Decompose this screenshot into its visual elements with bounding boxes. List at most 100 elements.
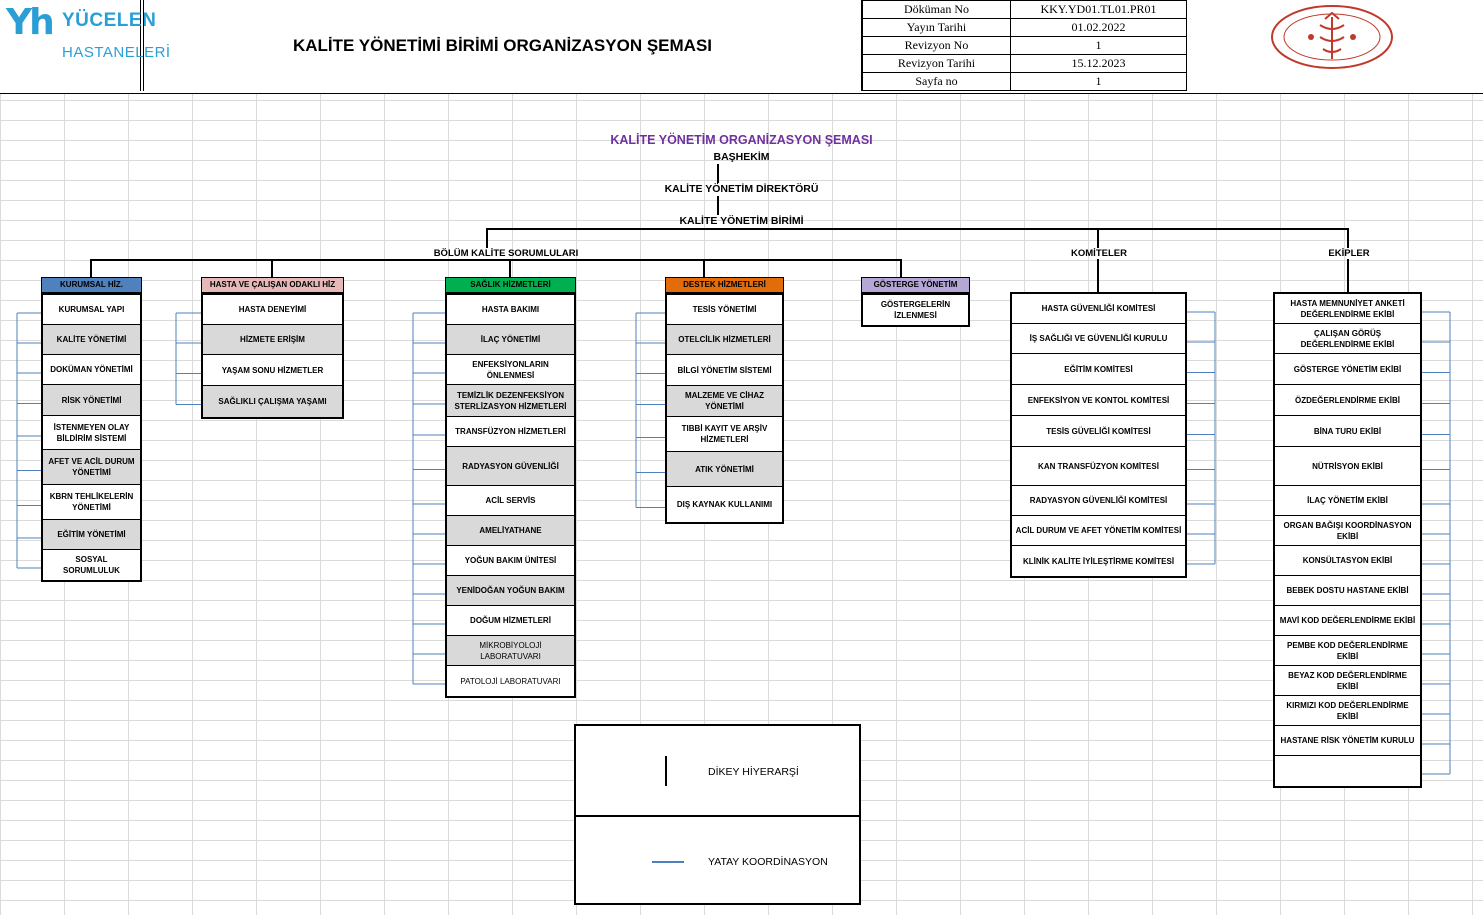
komiteler-item: RADYASYON GÜVENLİĞİ KOMİTESİ: [1012, 486, 1185, 516]
doc-info-value: 15.12.2023: [1010, 54, 1187, 73]
kurumsal-item: SOSYAL SORUMLULUK: [63, 555, 120, 575]
doc-info-key: Döküman No: [862, 0, 1011, 19]
destek-item: DIŞ KAYNAK KULLANIMI: [676, 500, 773, 509]
saglik-item: YOĞUN BAKIM ÜNİTESİ: [447, 546, 574, 576]
ekipler-item: İLAÇ YÖNETİM EKİBİ: [1275, 486, 1420, 516]
connector-line: [900, 259, 902, 277]
ekipler-item: BEYAZ KOD DEĞERLENDİRME EKİBİ: [1275, 666, 1420, 696]
hospital-logo: Yh YÜCELEN HASTANELERİ: [0, 0, 170, 91]
connector-line: [703, 259, 705, 277]
connector-line: [717, 196, 719, 215]
legend-row-vertical: DİKEY HİYERARŞİ: [576, 726, 859, 817]
connector-line: [1347, 228, 1349, 248]
connector-line: [509, 259, 511, 277]
destek-coordination-bracket: [635, 312, 665, 508]
hasta-item: HASTA DENEYİMİ: [203, 295, 342, 325]
saglik-item: YENİDOĞAN YOĞUN BAKIM: [447, 576, 574, 606]
legend-vertical-label: DİKEY HİYERARŞİ: [708, 766, 799, 778]
destek-item: TESİS YÖNETİMİ: [667, 295, 782, 325]
doc-info-value: KKY.YD01.TL01.PR01: [1010, 0, 1187, 19]
komiteler-item: İŞ SAĞLIĞI VE GÜVENLİĞİ KURULU: [1012, 324, 1185, 354]
label-komiteler: KOMİTELER: [1071, 248, 1127, 259]
komiteler-item: KAN TRANSFÜZYON KOMİTESİ: [1012, 447, 1185, 486]
hasta-item: HİZMETE ERİŞİM: [203, 325, 342, 355]
saglik-item: MİKROBİYOLOJİ LABORATUVARI: [447, 636, 574, 666]
gosterge-item: GÖSTERGELERİN İZLENMESİ: [880, 300, 951, 320]
connector-line: [90, 259, 92, 277]
gosterge-header: GÖSTERGE YÖNETİM: [861, 277, 970, 293]
ekipler-item: [1275, 756, 1420, 786]
document-header: Yh YÜCELEN HASTANELERİ KALİTE YÖNETİMİ B…: [0, 0, 1483, 94]
legend: DİKEY HİYERARŞİ YATAY KOORDİNASYON: [574, 724, 861, 905]
doc-info-value: 1: [1010, 72, 1187, 91]
kurumsal-item: RİSK YÖNETİMİ: [43, 385, 140, 416]
label-bolum-kalite: BÖLÜM KALİTE SORUMLULARI: [433, 248, 579, 259]
label-ekipler: EKİPLER: [1328, 248, 1370, 259]
ekipler-item: ORGAN BAĞIŞI KOORDİNASYON EKİBİ: [1275, 516, 1420, 546]
kurumsal-item: EĞİTİM YÖNETİMİ: [43, 520, 140, 550]
kurumsal-coordination-bracket: [16, 312, 41, 569]
ekipler-item: BİNA TURU EKİBİ: [1275, 416, 1420, 447]
chart-title: KALİTE YÖNETİM ORGANİZASYON ŞEMASI: [610, 133, 873, 147]
connector-line: [717, 164, 719, 183]
ekipler-coordination-bracket: [1422, 311, 1451, 775]
saglik-item: ENFEKSİYONLARIN ÖNLENMESİ: [447, 355, 574, 385]
doc-info-key: Sayfa no: [862, 72, 1011, 91]
ekipler-item: HASTANE RİSK YÖNETİM KURULU: [1275, 726, 1420, 756]
ekipler-item: KONSÜLTASYON EKİBİ: [1275, 546, 1420, 576]
saglik-item: ACİL SERVİS: [447, 486, 574, 516]
level-bashekim: BAŞHEKİM: [713, 151, 770, 163]
ekipler-item: ÇALIŞAN GÖRÜŞ DEĞERLENDİRME EKİBİ: [1275, 324, 1420, 354]
connector-line: [1097, 259, 1099, 292]
kurumsal-item: AFET VE ACİL DURUM YÖNETİMİ: [43, 450, 140, 485]
doc-info-key: Revizyon Tarihi: [862, 54, 1011, 73]
saglik-coordination-bracket: [412, 312, 445, 685]
document-title: KALİTE YÖNETİMİ BİRİMİ ORGANİZASYON ŞEMA…: [292, 36, 713, 55]
horizontal-line-symbol-icon: [652, 861, 684, 863]
saglik-item: TEMİZLİK DEZENFEKSİYON STERLİZASYON HİZM…: [447, 385, 574, 417]
connector-line: [271, 259, 273, 277]
connector-line: [486, 228, 1349, 230]
kurumsal-item: İSTENMEYEN OLAY BİLDİRİM SİSTEMİ: [43, 416, 140, 450]
connector-line: [1347, 259, 1349, 292]
hasta-item: YAŞAM SONU HİZMETLER: [203, 355, 342, 386]
destek-item: BİLGİ YÖNETİM SİSTEMİ: [667, 355, 782, 386]
hasta-coordination-bracket: [175, 312, 201, 405]
saglik-item: PATOLOJİ LABORATUVARI: [460, 676, 561, 686]
komiteler-item: ENFEKSİYON VE KONTOL KOMİTESİ: [1012, 385, 1185, 416]
saglik-item: TRANSFÜZYON HİZMETLERİ: [447, 417, 574, 447]
saglik-item: İLAÇ YÖNETİMİ: [447, 325, 574, 355]
level-quality-director: KALİTE YÖNETİM DİREKTÖRÜ: [664, 183, 819, 195]
saglik-header: SAĞLIK HİZMETLERİ: [445, 277, 576, 293]
connector-line: [90, 259, 902, 261]
logo-mark: Yh: [6, 2, 55, 43]
gosterge-column: GÖSTERGELERİN İZLENMESİ: [861, 293, 970, 327]
destek-item: MALZEME VE CİHAZ YÖNETİMİ: [667, 386, 782, 417]
komiteler-item: TESİS GÜVELİĞİ KOMİTESİ: [1012, 416, 1185, 447]
destek-item: TIBBİ KAYIT VE ARŞİV HİZMETLERİ: [667, 417, 782, 452]
komiteler-item: KLİNİK KALİTE İYİLEŞTİRME KOMİTESİ: [1022, 556, 1175, 566]
doc-info-key: Yayın Tarihi: [862, 18, 1011, 37]
kurumsal-header: KURUMSAL HİZ.: [41, 277, 142, 293]
doc-info-value: 01.02.2022: [1010, 18, 1187, 37]
ekipler-item: NÜTRİSYON EKİBİ: [1275, 447, 1420, 486]
connector-line: [486, 228, 488, 248]
logo-name: YÜCELEN: [62, 10, 157, 31]
ekipler-item: PEMBE KOD DEĞERLENDİRME EKİBİ: [1275, 636, 1420, 666]
saglik-item: AMELİYATHANE: [447, 516, 574, 546]
kurumsal-item: KBRN TEHLİKELERİN YÖNETİMİ: [43, 485, 140, 520]
ekipler-item: ÖZDEĞERLENDİRME EKİBİ: [1275, 385, 1420, 416]
vertical-line-symbol-icon: [665, 756, 667, 786]
legend-horizontal-label: YATAY KOORDİNASYON: [708, 856, 828, 868]
ekipler-item: BEBEK DOSTU HASTANE EKİBİ: [1275, 576, 1420, 606]
komiteler-item: EĞİTİM KOMİTESİ: [1012, 354, 1185, 385]
saglik-item: DOĞUM HİZMETLERİ: [447, 606, 574, 636]
